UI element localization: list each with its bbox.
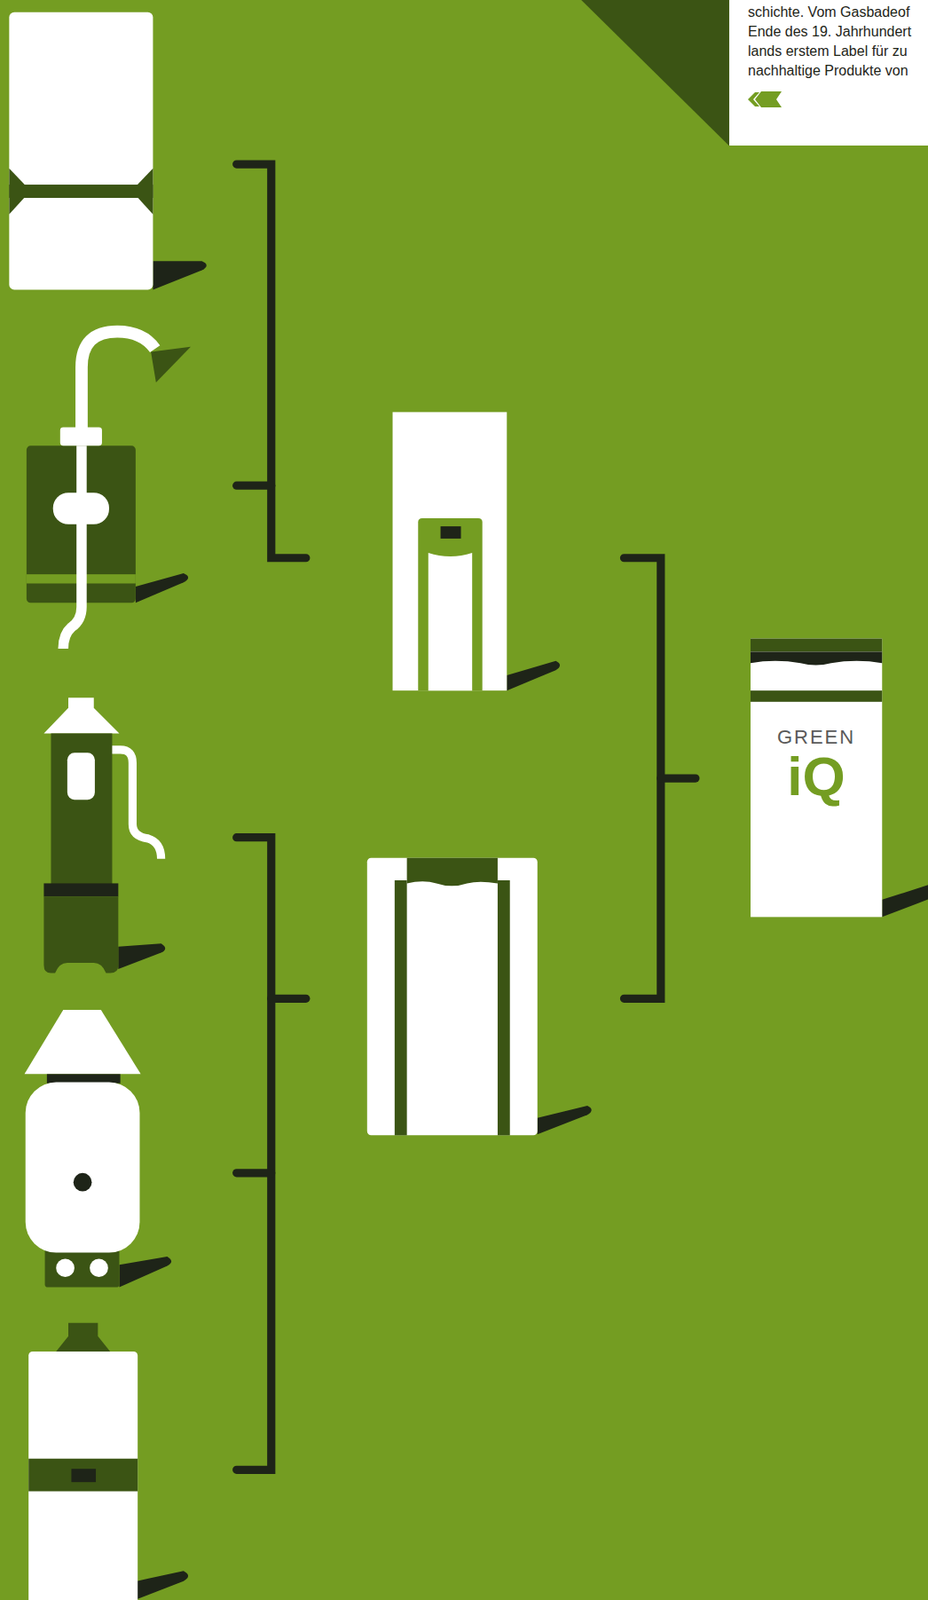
body	[50, 732, 112, 886]
node-subtext: iQ	[755, 748, 877, 804]
burner	[89, 1258, 109, 1277]
appliance-1	[8, 12, 206, 291]
stripe	[394, 880, 408, 1135]
band	[43, 882, 118, 897]
node-text: schichte. Vom Gasbadeof Ende des 19. Jah…	[747, 2, 921, 81]
display	[70, 1468, 96, 1482]
stripe	[497, 880, 511, 1135]
appliance-7	[367, 857, 592, 1136]
bracket-tick	[271, 994, 307, 1003]
appliance-2	[26, 331, 191, 649]
shade	[24, 1009, 142, 1074]
illustration-group	[8, 0, 928, 1600]
appliance-6	[393, 411, 561, 691]
notch	[8, 168, 31, 215]
text-panel: schichte. Vom Gasbadeof Ende des 19. Jah…	[729, 0, 928, 146]
body	[8, 12, 153, 291]
shadow	[118, 1256, 172, 1287]
bracket-tick	[660, 773, 696, 782]
shadow	[506, 660, 560, 691]
clamp	[60, 427, 103, 447]
appliance-green-iq	[750, 638, 928, 918]
arrow-head	[754, 91, 782, 108]
bracket	[236, 164, 307, 559]
burner	[55, 1258, 75, 1277]
appliance-4	[24, 1009, 173, 1288]
band	[28, 1458, 138, 1492]
panel	[417, 518, 482, 691]
band	[8, 184, 153, 198]
dot	[73, 1172, 93, 1192]
body	[367, 857, 538, 1136]
cap	[55, 1322, 111, 1352]
top-band	[407, 857, 498, 887]
corner-triangle	[581, 0, 730, 146]
body	[25, 1082, 141, 1253]
shadow	[117, 943, 166, 969]
door	[428, 552, 472, 691]
pipe	[110, 749, 161, 859]
body	[393, 411, 508, 691]
notch	[131, 168, 153, 215]
product-box: GREENiQ	[750, 638, 882, 918]
bracket	[236, 837, 272, 1471]
shadow	[537, 1105, 592, 1134]
shadow	[881, 884, 928, 918]
display	[440, 526, 462, 539]
shadow	[135, 573, 189, 603]
shadow	[152, 260, 206, 290]
appliance-3	[43, 697, 166, 973]
back-arrow-icon	[747, 89, 784, 110]
brackets	[236, 164, 696, 1470]
hat	[43, 697, 119, 733]
pipe	[81, 331, 156, 440]
body	[28, 1351, 138, 1600]
wave-band	[750, 651, 882, 665]
body	[750, 638, 882, 918]
base	[43, 896, 118, 973]
bracket-tick	[236, 481, 272, 490]
pipe	[62, 445, 82, 649]
bracket	[623, 558, 661, 999]
shadow	[136, 1570, 189, 1599]
appliance-5	[28, 1322, 189, 1600]
node-text: GREEN	[755, 725, 877, 749]
window	[67, 752, 95, 800]
band	[47, 1073, 121, 1083]
top-band	[750, 638, 882, 653]
bracket-tick	[236, 1168, 272, 1177]
band	[750, 690, 882, 702]
nozzle	[150, 346, 191, 383]
